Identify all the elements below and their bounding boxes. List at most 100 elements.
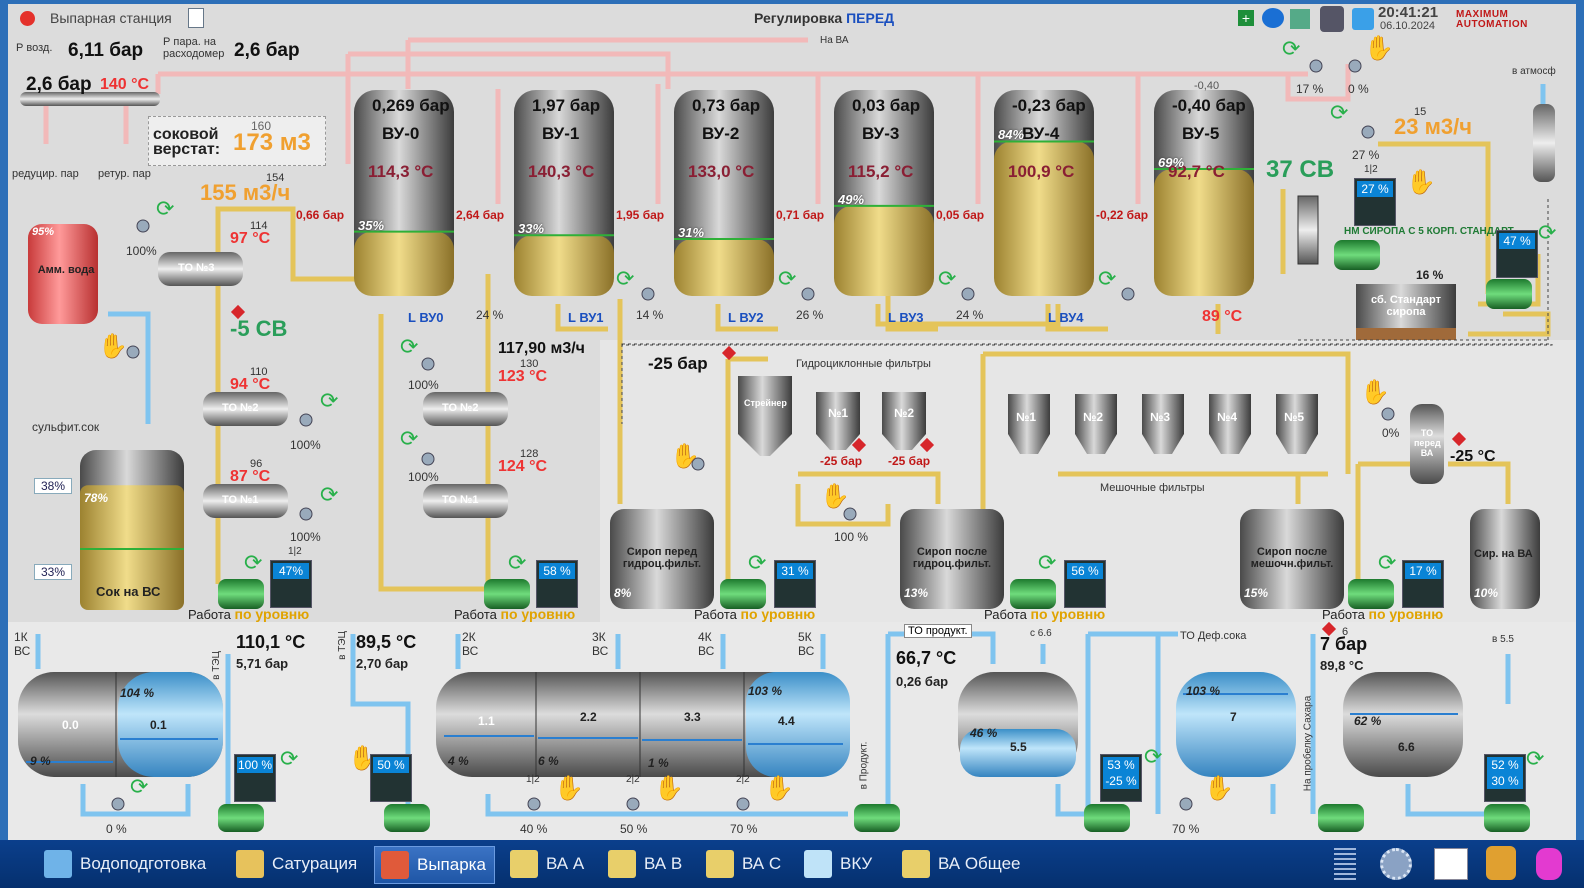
settings-gear-icon[interactable] bbox=[1380, 848, 1412, 880]
evaporator-pressure-5: -0,40 бар bbox=[1172, 96, 1246, 115]
tank-before-hydro-level: 8% bbox=[614, 586, 632, 600]
nav-va-b[interactable]: ВА В bbox=[602, 846, 690, 882]
svg-text:⟳: ⟳ bbox=[748, 550, 766, 575]
nav-va-general[interactable]: ВА Общее bbox=[896, 846, 1029, 882]
heat-exchanger-to1-left bbox=[203, 484, 288, 518]
mid-pump-controller[interactable]: 58 % bbox=[536, 560, 578, 608]
bottom-controller-1-output: 100 % bbox=[237, 757, 273, 773]
bottom-t1: 110,1 °C bbox=[236, 632, 306, 652]
mid-work-mode[interactable]: по уровню bbox=[500, 606, 576, 622]
svg-text:✋: ✋ bbox=[820, 482, 850, 510]
menu-lines-icon[interactable] bbox=[1334, 848, 1356, 880]
evaporator-level-4: 84% bbox=[998, 127, 1025, 143]
evaporator-name-3: ВУ-3 bbox=[862, 124, 900, 143]
sulfite-label: сульфит.сок bbox=[32, 420, 100, 434]
to-product-label[interactable]: ТО продукт. bbox=[904, 624, 972, 638]
standard-syrup-pct: 16 % bbox=[1416, 268, 1444, 282]
bag-filter-5: №5 bbox=[1284, 410, 1305, 424]
tank-after-hydro-label: Сироп после гидроц.фильт. bbox=[912, 546, 992, 570]
evaporator-name-2: ВУ-2 bbox=[702, 124, 740, 143]
right-valve-p-pct: 0 % bbox=[1348, 82, 1369, 96]
steam-header-temp: 140 °C bbox=[100, 76, 150, 93]
send-icon[interactable] bbox=[1352, 8, 1374, 30]
left-work-mode[interactable]: по уровню bbox=[234, 606, 310, 622]
evaporator-temp-1: 140,3 °C bbox=[528, 162, 595, 181]
alarm-markers bbox=[230, 304, 1467, 637]
operator-icon[interactable] bbox=[1320, 6, 1344, 32]
add-icon[interactable]: + bbox=[1238, 10, 1254, 26]
evaporator-level-tag-1: L ВУ1 bbox=[568, 310, 604, 325]
evaporator-temp-5: 92,7 °C bbox=[1168, 162, 1225, 181]
nav-va-a[interactable]: ВА А bbox=[504, 846, 592, 882]
screen-title: Регулировка ПЕРЕД bbox=[754, 10, 894, 26]
left-flow-setpoint: 154 bbox=[266, 172, 285, 184]
vku-icon bbox=[804, 850, 832, 878]
nav-va-c[interactable]: ВА С bbox=[700, 846, 789, 882]
mid-t2: 124 °C bbox=[498, 458, 548, 475]
tank-33-level: 1 % bbox=[648, 756, 669, 770]
bottom-t7temp: 89,8 °C bbox=[1320, 658, 1364, 673]
right-valve2-pct: 0% bbox=[1382, 426, 1400, 440]
network-icon[interactable] bbox=[1290, 9, 1310, 29]
mid-t2-setpoint: 128 bbox=[520, 448, 539, 460]
filter-pump2-controller[interactable]: 56 % bbox=[1064, 560, 1106, 608]
tank-22-label: 2.2 bbox=[580, 710, 597, 724]
right-controller-1[interactable]: 27 % bbox=[1354, 178, 1396, 226]
mid-work-label: Работа по уровню bbox=[454, 606, 575, 622]
tank-00-label: 0.0 bbox=[62, 718, 79, 732]
app-name: Выпарная станция bbox=[50, 10, 172, 26]
touch-hand-icon[interactable] bbox=[1536, 848, 1562, 880]
svg-text:⟳: ⟳ bbox=[1038, 550, 1056, 575]
chat-icon[interactable] bbox=[1262, 8, 1284, 28]
bottom-controller-4[interactable]: 52 %30 % bbox=[1484, 754, 1526, 802]
bottom-controller-2[interactable]: 50 % bbox=[370, 754, 412, 802]
filter-work2-mode[interactable]: по уровню bbox=[1030, 606, 1106, 622]
bc2-label: 2К ВС bbox=[462, 630, 479, 658]
nav-evaporation[interactable]: Выпарка bbox=[374, 846, 495, 884]
nav-water-treatment[interactable]: Водоподготовка bbox=[38, 846, 214, 882]
evaporator-level-tag-3: L ВУ3 bbox=[888, 310, 924, 325]
tank-66-level: 62 % bbox=[1354, 714, 1382, 728]
evaporator-valve-pct-2: 14 % bbox=[636, 308, 664, 322]
evaporator-out-temp-5: 89 °C bbox=[1202, 308, 1243, 325]
filter-pump3-controller[interactable]: 17 % bbox=[1402, 560, 1444, 608]
heat-exchanger-to2-left bbox=[203, 392, 288, 426]
mid-flow: 117,90 м3/ч bbox=[498, 340, 585, 357]
svg-text:✋: ✋ bbox=[1364, 34, 1394, 62]
nav-water-treatment-label: Водоподготовка bbox=[80, 854, 207, 873]
svg-text:⟳: ⟳ bbox=[616, 266, 634, 291]
evaporator-fill-3 bbox=[834, 205, 934, 296]
bottom-controller-1[interactable]: 100 % bbox=[234, 754, 276, 802]
level-setpoint-low[interactable]: 33% bbox=[34, 564, 72, 580]
bag-filters bbox=[1008, 394, 1318, 454]
mid-valve2-pct: 100% bbox=[408, 470, 439, 484]
syrup-to-va-label: Сир. на ВА bbox=[1474, 548, 1533, 560]
juice-tank-label: Сок на ВС bbox=[96, 584, 161, 599]
bottom-controller-3[interactable]: 53 %-25 % bbox=[1100, 754, 1142, 802]
pumps bbox=[218, 240, 1532, 832]
nav-vku[interactable]: ВКУ bbox=[798, 846, 880, 882]
close-dot-icon[interactable] bbox=[20, 11, 35, 26]
filter-work3-mode[interactable]: по уровню bbox=[1368, 606, 1444, 622]
clipboard-icon[interactable] bbox=[188, 8, 204, 28]
filter-work1-mode[interactable]: по уровню bbox=[740, 606, 816, 622]
left-pump-controller[interactable]: 47% bbox=[270, 560, 312, 608]
filter-pump3-output: 17 % bbox=[1405, 563, 1441, 579]
svg-text:⟳: ⟳ bbox=[244, 550, 262, 575]
nav-vku-label: ВКУ bbox=[840, 854, 873, 873]
evaporator-name-1: ВУ-1 bbox=[542, 124, 580, 143]
trend-chart-icon[interactable] bbox=[1434, 848, 1468, 880]
tank-22-level: 6 % bbox=[538, 754, 559, 768]
syrup-to-va-level: 10% bbox=[1474, 586, 1499, 600]
water-treatment-icon bbox=[44, 850, 72, 878]
evaporator-out-pressure-2: 1,95 бар bbox=[616, 208, 665, 222]
nav-saturation[interactable]: Сатурация bbox=[230, 846, 365, 882]
engineer-icon[interactable] bbox=[1486, 846, 1516, 880]
nav-va-c-label: ВА С bbox=[742, 854, 782, 873]
right-controller-2[interactable]: 47 % bbox=[1496, 230, 1538, 278]
tank-33-label: 3.3 bbox=[684, 710, 701, 724]
bag-filter-1: №1 bbox=[1016, 410, 1037, 424]
filter-pump1-controller[interactable]: 31 % bbox=[774, 560, 816, 608]
level-setpoint-high[interactable]: 38% bbox=[34, 478, 72, 494]
bottom-taskbar: Водоподготовка Сатурация Выпарка ВА А ВА… bbox=[0, 840, 1584, 888]
